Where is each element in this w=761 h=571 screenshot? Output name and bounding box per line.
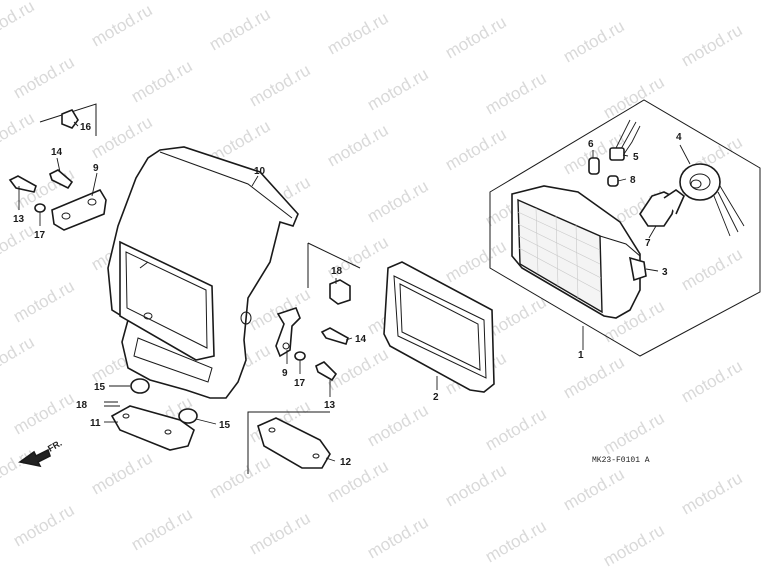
leader-lines bbox=[18, 121, 691, 462]
callout-8: 8 bbox=[630, 175, 636, 186]
callout-17-right: 17 bbox=[294, 378, 306, 389]
callout-14-left: 14 bbox=[51, 147, 63, 158]
diagram-code: MK23-F0101 A bbox=[592, 456, 650, 465]
callout-labels: 1 2 3 4 5 6 7 8 9 9 10 11 12 13 13 14 14… bbox=[13, 122, 682, 468]
callout-1: 1 bbox=[578, 350, 584, 361]
hardware bbox=[8, 109, 351, 382]
lower-mounting bbox=[104, 378, 331, 469]
callout-6: 6 bbox=[588, 139, 594, 150]
callout-7: 7 bbox=[645, 238, 651, 249]
headlight-fairing bbox=[107, 146, 299, 399]
front-label: FR. bbox=[46, 438, 64, 454]
callout-5: 5 bbox=[633, 152, 639, 163]
front-arrow bbox=[18, 448, 51, 468]
callout-10: 10 bbox=[254, 166, 266, 177]
headlight-unit bbox=[511, 185, 647, 319]
callout-16: 16 bbox=[80, 122, 92, 133]
callout-3: 3 bbox=[662, 267, 668, 278]
headlight-rim bbox=[383, 261, 495, 393]
callout-4: 4 bbox=[676, 132, 682, 143]
callout-18-right: 18 bbox=[331, 266, 343, 277]
stay-brackets bbox=[51, 188, 301, 358]
callout-18-left: 18 bbox=[76, 400, 88, 411]
callout-14-right: 14 bbox=[355, 334, 367, 345]
group-frames bbox=[39, 99, 761, 474]
callout-17-left: 17 bbox=[34, 230, 46, 241]
callout-15-left: 15 bbox=[94, 382, 106, 393]
callout-13-left: 13 bbox=[13, 214, 25, 225]
bulb-and-socket bbox=[588, 119, 745, 237]
callout-11: 11 bbox=[90, 418, 101, 429]
callout-12: 12 bbox=[340, 457, 352, 468]
callout-9-right: 9 bbox=[282, 368, 288, 379]
callout-9-left: 9 bbox=[93, 163, 99, 174]
callout-15-right: 15 bbox=[219, 420, 231, 431]
callout-2: 2 bbox=[433, 392, 439, 403]
callout-13-right: 13 bbox=[324, 400, 336, 411]
